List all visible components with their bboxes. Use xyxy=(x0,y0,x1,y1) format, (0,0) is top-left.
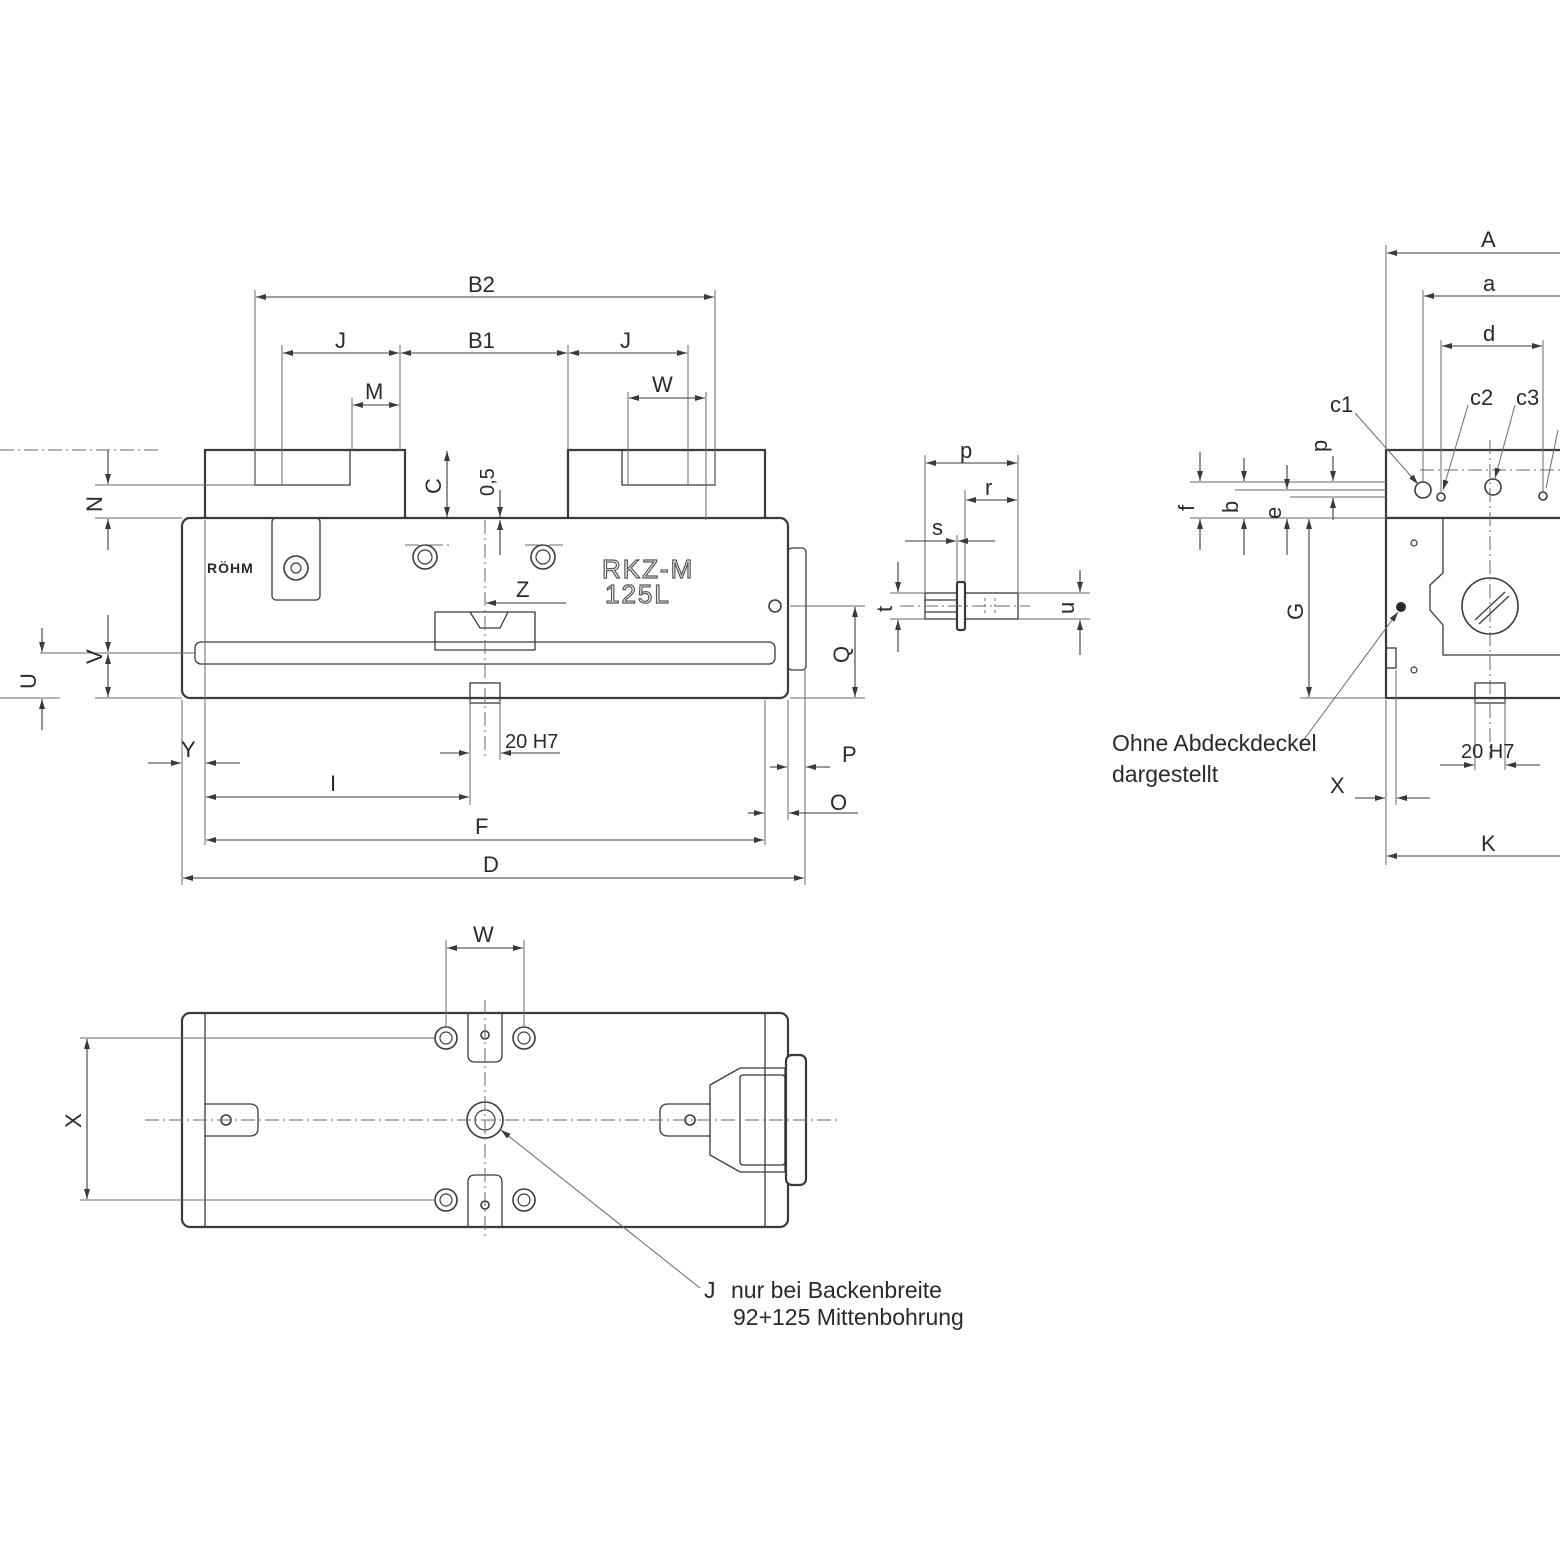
model-marking-line1: RKZ-M xyxy=(602,554,694,584)
plate-screw-icon xyxy=(283,555,309,581)
plan-note-line2: 92+125 Mittenbohrung xyxy=(733,1304,964,1330)
dim-F: F xyxy=(475,814,488,839)
dim-O: O xyxy=(830,790,847,815)
dim-gap: 0,5 xyxy=(477,468,499,496)
dim-fit-front: 20 H7 xyxy=(505,731,558,753)
plan-dim-X: X xyxy=(61,1113,86,1128)
plan-tab-left xyxy=(205,1103,259,1137)
front-hole-left xyxy=(412,544,438,570)
side-hole-c4 xyxy=(1538,491,1548,501)
dim-P: P xyxy=(842,742,857,767)
side-dim-a: a xyxy=(1483,271,1496,296)
side-dot xyxy=(1396,602,1406,612)
dim-V: V xyxy=(82,649,107,664)
side-dim-fit: 20 H7 xyxy=(1461,741,1514,763)
pin-dim-s: s xyxy=(932,515,943,540)
dim-M: M xyxy=(365,379,383,404)
side-hole-c2 xyxy=(1436,492,1446,502)
side-view: A a d c1 c2 c3 p f b e xyxy=(1112,227,1560,865)
dim-I: I xyxy=(330,771,336,796)
brand-marking: RÖHM xyxy=(207,560,254,576)
dim-U: U xyxy=(16,673,41,689)
dim-Y: Y xyxy=(181,737,196,762)
side-label-c1: c1 xyxy=(1330,392,1353,417)
dim-B1: B1 xyxy=(468,328,495,353)
side-label-c3: c3 xyxy=(1516,385,1539,410)
dim-W-top: W xyxy=(652,372,673,397)
pin-dim-p: p xyxy=(960,438,972,463)
side-dim-e: e xyxy=(1261,507,1286,519)
side-note-line2: dargestellt xyxy=(1112,761,1219,787)
center-window xyxy=(434,611,536,651)
plan-hole-tr xyxy=(512,1026,536,1050)
side-dim-K: K xyxy=(1481,831,1496,856)
dim-Z: Z xyxy=(516,577,529,602)
jaw-plate-left xyxy=(271,517,321,601)
spindle-housing xyxy=(787,547,807,671)
plan-note-ref: J xyxy=(704,1277,716,1303)
dim-J-right: J xyxy=(620,328,631,353)
side-jaw xyxy=(1384,448,1560,520)
side-dim-A: A xyxy=(1481,227,1496,252)
side-dim-X: X xyxy=(1330,773,1345,798)
plan-dim-W: W xyxy=(473,922,494,947)
dim-N: N xyxy=(82,496,107,512)
front-hole-right xyxy=(530,544,556,570)
dim-J-left: J xyxy=(335,328,346,353)
spindle-screw-icon xyxy=(768,599,782,613)
side-dim-d: d xyxy=(1483,321,1495,346)
dim-Q: Q xyxy=(829,646,854,663)
front-view: RÖHM RKZ-M 125L B2 J B1 J xyxy=(0,272,865,885)
side-dim-G: G xyxy=(1283,603,1308,620)
side-dim-f: f xyxy=(1174,504,1199,511)
side-dim-p: p xyxy=(1307,440,1332,452)
dim-C: C xyxy=(421,478,446,494)
side-label-c2: c2 xyxy=(1470,385,1493,410)
pin-shaft xyxy=(964,592,1019,620)
plan-hole-tl xyxy=(434,1026,458,1050)
dim-B2: B2 xyxy=(468,272,495,297)
dim-D: D xyxy=(483,852,499,877)
side-hole-c3 xyxy=(1484,478,1502,496)
model-marking-line2: 125L xyxy=(605,579,671,609)
plan-hole-bl xyxy=(434,1188,458,1212)
plan-hole-br xyxy=(512,1188,536,1212)
plan-note-line1: nur bei Backenbreite xyxy=(731,1277,942,1303)
side-dim-b: b xyxy=(1218,501,1243,513)
pin-dim-u: u xyxy=(1054,602,1079,614)
side-note-line1: Ohne Abdeckdeckel xyxy=(1112,730,1317,756)
pin-dim-r: r xyxy=(985,475,992,500)
pin-detail: p r s t u xyxy=(872,438,1090,655)
plan-view: W X J nur bei Backenbreite 92+125 Mitten… xyxy=(61,922,964,1330)
side-recess xyxy=(1429,518,1560,656)
side-hole-c1 xyxy=(1414,481,1432,499)
pin-dim-t: t xyxy=(872,606,897,612)
